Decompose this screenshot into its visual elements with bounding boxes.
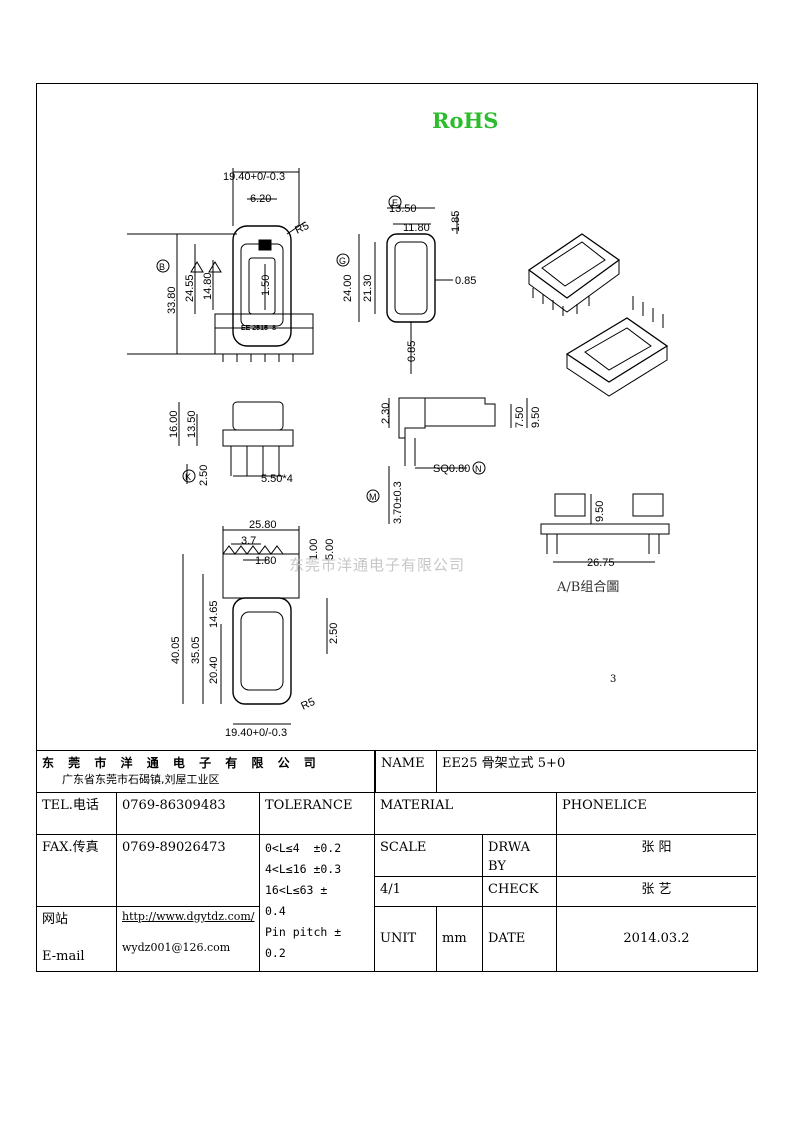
dim-top-width: 19.40+0/-0.3 — [223, 171, 285, 183]
tol-line-1: 0<L≤4 ±0.2 — [265, 841, 342, 855]
dim-sec-1350: 13.50 — [389, 203, 417, 215]
mark-n: N — [475, 464, 482, 474]
mark-g: G — [339, 256, 346, 266]
tol-line-5: Pin pitch ± — [265, 925, 342, 939]
dim-2455: 24.55 — [184, 274, 196, 302]
dim-b-250: 2.50 — [328, 623, 340, 644]
dim-1480: 14.80 — [202, 272, 214, 300]
drawn-by-label: DRWA BY — [483, 835, 557, 877]
mark-e: E — [392, 198, 398, 208]
email-label: E-mail — [42, 949, 85, 964]
technical-drawing: RoHS 19.40+0/-0.3 — [37, 84, 759, 744]
mark-b: B — [159, 262, 165, 272]
page-number: 3 — [610, 674, 617, 685]
company-name: 东 莞 市 洋 通 电 子 有 限 公 司 — [42, 756, 321, 770]
part-code: EE 2515 -8 — [241, 325, 276, 332]
dim-side-1350: 13.50 — [186, 410, 198, 438]
dim-side-550: 5.50*4 — [261, 473, 293, 485]
dim-r-230: 2.30 — [380, 403, 392, 424]
dim-b-r5: R5 — [299, 696, 317, 713]
web-email-values: http://www.dgytdz.com/ wydz001@126.com — [117, 907, 260, 972]
tol-line-2: 4<L≤16 ±0.3 — [265, 862, 342, 876]
tel-value: 0769-86309483 — [117, 793, 260, 835]
dim-3380: 33.80 — [166, 286, 178, 314]
drawn-by-value: 张 阳 — [557, 835, 756, 877]
dim-b-2580: 25.80 — [249, 519, 277, 531]
unit-label: UNIT — [375, 907, 437, 972]
check-value: 张 艺 — [557, 877, 756, 907]
dim-ab-2675: 26.75 — [587, 557, 615, 569]
ab-combination-view — [540, 493, 670, 563]
dim-b-100: 1.00 — [308, 539, 320, 560]
tolerance-label: TOLERANCE — [260, 793, 375, 835]
dim-b-180: 1.80 — [255, 555, 276, 567]
ab-caption: A/B组合圖 — [557, 580, 620, 595]
dim-b-37: 3.7 — [241, 535, 256, 547]
section-view — [358, 207, 458, 374]
web-label: 网站 — [42, 912, 69, 927]
web-email-labels: 网站 E-mail — [37, 907, 117, 972]
dim-b-width: 19.40+0/-0.3 — [225, 727, 287, 739]
scale-value: 4/1 — [375, 877, 483, 907]
dim-b-2040: 20.40 — [208, 656, 220, 684]
dim-150: 1.50 — [260, 275, 272, 296]
check-label: CHECK — [483, 877, 557, 907]
dim-sec-2130: 21.30 — [362, 274, 374, 302]
date-label: DATE — [483, 907, 557, 972]
dim-sec-185: 1.85 — [450, 211, 462, 232]
dim-side-1600: 16.00 — [168, 410, 180, 438]
material-label: MATERIAL — [375, 793, 557, 835]
dim-top-inner: 6.20 — [250, 193, 271, 205]
dim-ab-950: 9.50 — [594, 501, 606, 522]
dim-b-1465: 14.65 — [208, 600, 220, 628]
date-value: 2014.03.2 — [623, 931, 690, 946]
dim-sec-085b: 0.85 — [406, 341, 418, 362]
dim-sec-085a: 0.85 — [455, 275, 476, 287]
dim-r-950: 9.50 — [530, 407, 542, 428]
watermark: 东莞市洋通电子有限公司 — [289, 556, 466, 574]
rohs-label: RoHS — [432, 108, 499, 133]
drawing-svg: 19.40+0/-0.3 6.20 R5 33.80 24.55 14.80 1… — [127, 168, 670, 739]
dim-side-250: 2.50 — [198, 465, 210, 486]
dim-b-3505: 35.05 — [190, 636, 202, 664]
mark-k: K — [185, 472, 191, 482]
right-profile — [388, 397, 528, 524]
drawing-sheet: RoHS 19.40+0/-0.3 — [36, 83, 758, 972]
dim-b-4005: 40.05 — [170, 636, 182, 664]
tel-label: TEL.电话 — [37, 793, 117, 835]
web-link[interactable]: http://www.dgytdz.com/ — [122, 910, 255, 923]
dim-sec-1180: 11.80 — [403, 222, 430, 234]
tolerance-values: 0<L≤4 ±0.2 4<L≤16 ±0.3 16<L≤63 ± 0.4 Pin… — [260, 835, 375, 972]
name-label: NAME — [375, 751, 437, 793]
company-cell: 东 莞 市 洋 通 电 子 有 限 公 司 广东省东莞市石碣镇,刘屋工业区 — [37, 751, 375, 793]
unit-value: mm — [437, 907, 483, 972]
dim-sq: SQ0.80 — [433, 463, 470, 475]
bottom-view — [182, 526, 328, 725]
dim-b-500: 5.00 — [324, 539, 336, 560]
drawn-label-2: BY — [488, 859, 506, 874]
dim-sec-2400: 24.00 — [342, 274, 354, 302]
name-value: EE25 骨架立式 5+0 — [437, 751, 756, 793]
tol-line-3: 16<L≤63 ± — [265, 883, 328, 897]
title-block: 东 莞 市 洋 通 电 子 有 限 公 司 广东省东莞市石碣镇,刘屋工业区 NA… — [37, 750, 756, 972]
dim-r5: R5 — [293, 220, 311, 237]
drawn-label-1: DRWA — [488, 840, 531, 855]
mark-m: M — [369, 492, 377, 502]
tol-line-4: 0.4 — [265, 904, 286, 918]
fax-value: 0769-89026473 — [117, 835, 260, 907]
side-view — [178, 401, 294, 484]
isometric-views — [527, 233, 669, 397]
company-address: 广东省东莞市石碣镇,刘屋工业区 — [62, 773, 220, 786]
fax-label: FAX.传真 — [37, 835, 117, 907]
top-view — [127, 168, 314, 362]
dim-pin-370: 3.70±0.3 — [392, 481, 404, 524]
scale-label: SCALE — [375, 835, 483, 877]
material-value: PHONELICE — [557, 793, 756, 835]
tol-line-6: 0.2 — [265, 946, 286, 960]
dim-r-750: 7.50 — [514, 407, 526, 428]
email-value: wydz001@126.com — [122, 941, 231, 954]
